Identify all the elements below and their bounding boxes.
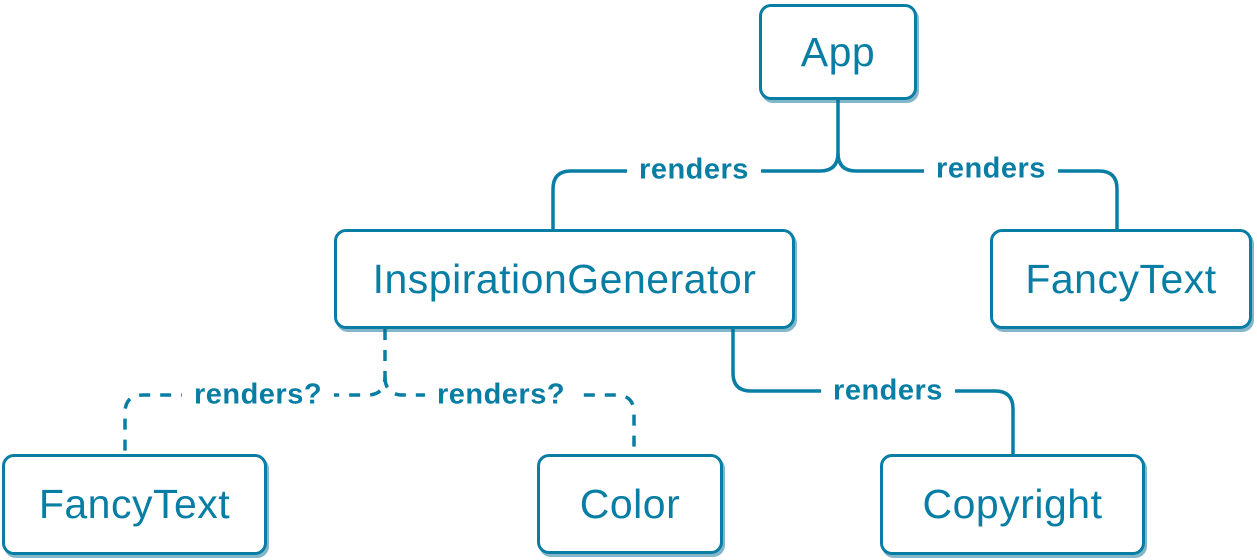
edge-label-renders-inspirationgenerator: renders xyxy=(627,151,761,189)
node-app: App xyxy=(759,4,917,100)
edge-inspirationgenerator-to-color-dashed xyxy=(383,376,636,454)
edge-label-renders-question-color: renders? xyxy=(424,376,578,414)
edge-label-renders-copyright: renders xyxy=(821,372,955,410)
edge-app-to-fancytext xyxy=(836,152,1119,229)
node-fancy-text-top: FancyText xyxy=(990,229,1252,329)
node-color: Color xyxy=(537,454,723,554)
node-copyright: Copyright xyxy=(880,454,1145,555)
node-fancy-text-top-label: FancyText xyxy=(1025,255,1217,302)
edge-label-renders-question-fancytext: renders? xyxy=(181,376,335,414)
node-copyright-label: Copyright xyxy=(922,481,1103,527)
node-fancy-text-bottom-label: FancyText xyxy=(38,481,231,527)
node-app-label: App xyxy=(800,28,876,75)
node-fancy-text-bottom: FancyText xyxy=(2,454,267,555)
node-color-label: Color xyxy=(579,480,681,527)
node-inspiration-generator-label: InspirationGenerator xyxy=(372,255,757,302)
node-inspiration-generator: InspirationGenerator xyxy=(334,229,795,329)
edge-label-renders-fancytext: renders xyxy=(924,150,1058,188)
